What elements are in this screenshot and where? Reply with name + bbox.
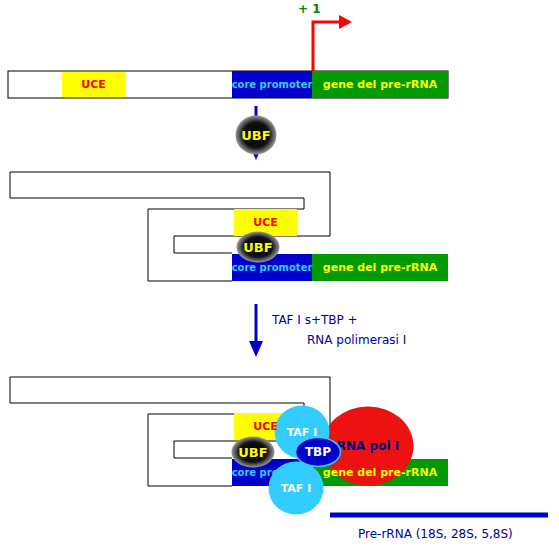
transcript-bar (330, 513, 548, 518)
node-label: TAF I (287, 426, 318, 439)
gene-box: gene del pre-rRNA (312, 71, 448, 98)
node-label: gene del pre-rRNA (323, 466, 437, 479)
tbp-factor: TBP (295, 437, 341, 467)
start-site-arrow (313, 22, 340, 71)
node-label: TBP (305, 445, 331, 459)
node-label: UCE (253, 216, 278, 229)
gene-box: gene del pre-rRNA (312, 254, 448, 281)
start-site-label: + 1 (298, 2, 321, 16)
node-label: UCE (253, 420, 278, 433)
step-arrow (255, 304, 258, 343)
node-shape (232, 437, 275, 468)
node-label: RNA pol I (337, 439, 399, 453)
ubf-factor: UBF (231, 436, 275, 468)
dna-loop-outline (10, 172, 330, 253)
core-promoter-box: core promoter (232, 71, 312, 98)
node-label: UBF (243, 240, 272, 255)
node-shape (296, 438, 341, 467)
node-label: UBF (238, 445, 267, 460)
step-label: TAF I s+TBP + (272, 313, 358, 327)
node-label: UBF (241, 128, 270, 143)
dna-loop-outline (10, 377, 330, 458)
node-label: gene del pre-rRNA (323, 261, 437, 274)
dna-strip (8, 71, 448, 98)
start-site-arrowhead (339, 15, 352, 29)
node-shape (236, 116, 277, 155)
uce-box: UCE (62, 72, 125, 97)
ubf-factor: UBF (235, 115, 277, 155)
node-label: core promoter (232, 79, 313, 90)
ubf-factor: UBF (236, 231, 280, 263)
node-shape (269, 462, 324, 515)
node-shape (237, 232, 280, 263)
node-label: gene del pre-rRNA (323, 78, 437, 91)
node-label: UCE (81, 78, 106, 91)
node-label: core promoter (232, 262, 313, 273)
step-label: RNA polimerasi I (307, 333, 406, 347)
node-label: TAF I (281, 482, 312, 495)
step-arrowhead (249, 341, 263, 357)
transcript-label: Pre-rRNA (18S, 28S, 5,8S) (358, 527, 513, 541)
node-label: core promoter (232, 467, 313, 478)
uce-box: UCE (234, 209, 297, 236)
